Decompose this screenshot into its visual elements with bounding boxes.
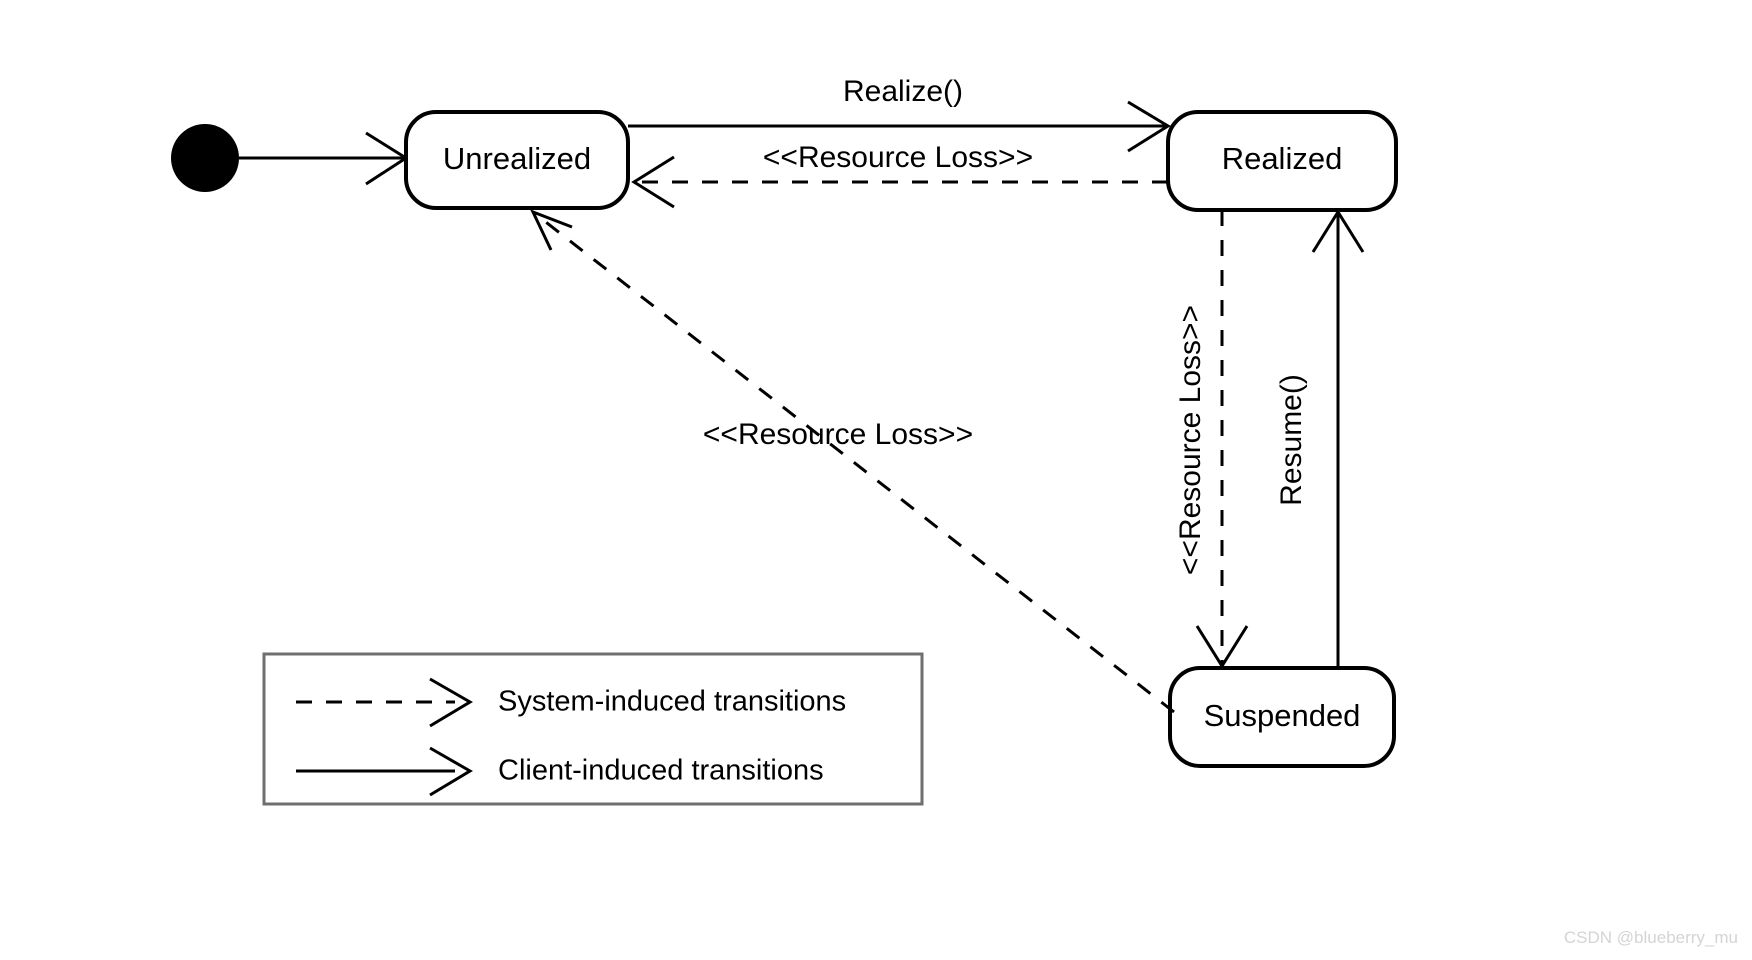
legend-dashed-arrowhead-icon xyxy=(429,677,473,728)
watermark-text: CSDN @blueberry_mu xyxy=(1563,928,1738,947)
transition-realize-label: Realize() xyxy=(843,75,963,108)
legend-label-client-induced: Client-induced transitions xyxy=(498,755,824,787)
transition-suspended-to-unrealized-label: <<Resource Loss>> xyxy=(703,418,973,451)
transition-realize: Realize() xyxy=(628,75,1171,153)
transition-resume-label: Resume() xyxy=(1275,374,1308,506)
state-unrealized-box xyxy=(404,110,630,210)
state-unrealized[interactable]: Unrealized xyxy=(404,110,630,210)
legend: System-induced transitions Client-induce… xyxy=(262,652,924,806)
state-suspended-box xyxy=(1168,666,1396,768)
transition-realized-to-suspended-label: <<Resource Loss>> xyxy=(1174,305,1207,575)
state-realized[interactable]: Realized xyxy=(1166,110,1398,212)
state-realized-label: Realized xyxy=(1222,141,1343,176)
legend-box xyxy=(262,652,924,806)
transition-resume: Resume() xyxy=(1275,209,1365,666)
legend-row-system-induced: System-induced transitions xyxy=(296,677,846,728)
state-realized-box xyxy=(1166,110,1398,212)
transition-realized-to-unrealized-label: <<Resource Loss>> xyxy=(763,141,1033,174)
legend-row-client-induced: Client-induced transitions xyxy=(296,746,824,797)
transition-realized-to-suspended: <<Resource Loss>> xyxy=(1174,210,1249,669)
state-suspended-label: Suspended xyxy=(1204,698,1361,733)
initial-state-marker xyxy=(171,124,239,192)
legend-solid-arrowhead-icon xyxy=(429,746,473,797)
transition-initial-to-unrealized xyxy=(239,131,409,186)
state-unrealized-label: Unrealized xyxy=(443,141,591,176)
transition-realized-to-unrealized: <<Resource Loss>> xyxy=(631,141,1168,209)
transition-suspended-to-unrealized: <<Resource Loss>> xyxy=(530,209,1175,714)
legend-label-system-induced: System-induced transitions xyxy=(498,686,846,718)
state-suspended[interactable]: Suspended xyxy=(1168,666,1396,768)
